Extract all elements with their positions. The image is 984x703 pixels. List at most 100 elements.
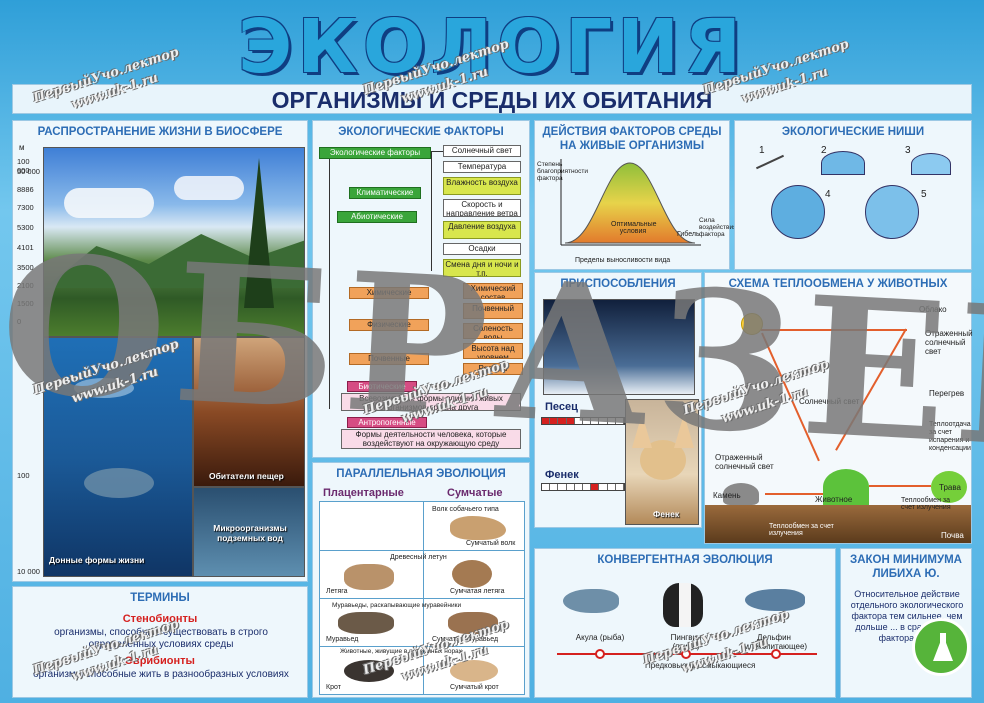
tick: 100 000 — [17, 157, 30, 175]
term-stenobionts: Стенобионты — [122, 613, 198, 625]
factor-box: Соленость воды — [463, 323, 523, 339]
factor-action-panel: ДЕЙСТВИЯ ФАКТОРОВ СРЕДЫ НА ЖИВЫЕ ОРГАНИЗ… — [534, 120, 737, 270]
niche-shape-3 — [911, 153, 951, 175]
heat-label: Теплообмен за счет излучения — [769, 523, 834, 537]
mole-image — [344, 660, 394, 682]
heat-arrow — [761, 329, 907, 331]
factor-tree-line — [431, 151, 443, 152]
tick: 100 — [17, 471, 30, 480]
caption-benthic: Донные формы жизни — [49, 555, 145, 565]
altitude-scale: 100 000 50 000 8886 7300 5300 4101 3500 … — [17, 151, 43, 576]
underwater-image — [43, 337, 193, 577]
factor-box: Химические — [349, 287, 429, 299]
penguin-image — [663, 583, 703, 627]
arctic-fox-image — [543, 299, 695, 395]
heat-label: Почва — [941, 531, 964, 540]
sugar-glider-image — [452, 560, 492, 588]
heat-arrow — [835, 328, 907, 451]
parallel-caption: Животные, живущие в подземных норах — [340, 648, 462, 655]
parallel-caption: Сумчатая летяга — [450, 588, 505, 595]
factor-box: Физические — [349, 319, 429, 331]
heat-exchange-panel: СХЕМА ТЕПЛООБМЕНА У ЖИВОТНЫХ Облако Отра… — [704, 272, 973, 544]
sun-icon — [741, 313, 763, 335]
heat-label: Теплоотдача за счет испарения и конденса… — [929, 421, 971, 452]
niche-shape-2 — [821, 151, 865, 175]
marsupial-wolf-image — [450, 516, 506, 540]
shark-image — [563, 589, 619, 613]
parallel-caption: Сумчатый волк — [466, 540, 516, 547]
heat-label: Облако — [919, 305, 947, 314]
arctic-fox-scale — [541, 417, 625, 425]
parallel-evolution-panel: ПАРАЛЛЕЛЬНАЯ ЭВОЛЮЦИЯ Плацентарные Сумча… — [312, 462, 530, 698]
ancestor-node — [681, 649, 691, 659]
parallel-grid: Волк собачьего типа Сумчатый волк Древес… — [319, 501, 525, 695]
tolerance-curve — [560, 159, 701, 246]
tick: 50 000 — [17, 167, 40, 176]
parallel-col-marsupial: Сумчатые — [447, 487, 503, 499]
factor-box: Осадки — [443, 243, 521, 255]
factor-box: Смена дня и ночи и т.п. — [443, 259, 521, 277]
terms-panel: ТЕРМИНЫ Стенобионты организмы, способные… — [12, 586, 308, 698]
adaptation-panel: ПРИСПОСОБЛЕНИЯ Песец Фенек Фенек — [534, 272, 702, 528]
heat-label: Отраженный солнечный свет — [925, 329, 973, 356]
factor-box: Химический состав — [463, 283, 523, 299]
niches-title: ЭКОЛОГИЧЕСКИЕ НИШИ — [781, 126, 925, 138]
parallel-caption: Древесный летун — [390, 554, 447, 561]
tick: 2100 — [17, 281, 34, 290]
factor-box: Высота над уровнем — [463, 343, 523, 359]
adaptation-label-arctic-fox: Песец — [545, 401, 578, 413]
term-eurybionts: Эврибионты — [125, 655, 195, 667]
convergent-title: КОНВЕРГЕНТНАЯ ЭВОЛЮЦИЯ — [597, 554, 773, 566]
anteater-image — [338, 612, 394, 634]
heat-label: Солнечный свет — [799, 397, 860, 406]
tick: 1500 — [17, 299, 34, 308]
niche-shape-5 — [865, 185, 919, 239]
grass-icon — [931, 471, 967, 503]
liebig-text: Относительное действие отдельного эколог… — [850, 589, 964, 643]
factors-title: ЭКОЛОГИЧЕСКИЕ ФАКТОРЫ — [338, 126, 504, 138]
niches-panel: ЭКОЛОГИЧЕСКИЕ НИШИ 1 2 3 4 5 — [734, 120, 972, 270]
factor-box: Давление воздуха — [443, 221, 521, 239]
parallel-title: ПАРАЛЛЕЛЬНАЯ ЭВОЛЮЦИЯ — [336, 468, 506, 480]
caption-cave: Обитатели пещер — [209, 471, 284, 481]
factor-box: Солнечный свет — [443, 145, 521, 157]
heat-arrow — [765, 493, 823, 495]
parallel-caption: Летяга — [326, 588, 348, 595]
cave-image — [193, 337, 305, 487]
rock-icon — [723, 483, 759, 505]
parallel-caption: Крот — [326, 684, 341, 691]
ancestor-node — [771, 649, 781, 659]
parallel-col-placental: Плацентарные — [323, 487, 404, 499]
parallel-caption: Муравьеды, раскапывающие муравейники — [332, 602, 462, 609]
convergent-evolution-panel: КОНВЕРГЕНТНАЯ ЭВОЛЮЦИЯ Акула (рыба) Пинг… — [534, 548, 836, 698]
niche-line-1 — [755, 154, 785, 170]
liebig-title: ЗАКОН МИНИМУМА ЛИБИХА Ю. — [849, 554, 962, 580]
parallel-caption: Сумчатый муравьед — [432, 636, 499, 643]
underground-water-image — [193, 487, 305, 577]
fennec-scale — [541, 483, 625, 491]
heat-label: Камень — [713, 491, 741, 500]
flask-icon — [933, 633, 953, 661]
niche-number: 4 — [825, 189, 831, 200]
niche-number: 2 — [821, 145, 827, 156]
tick: 8886 — [17, 185, 34, 194]
term-stenobionts-definition: организмы, способные существовать в стро… — [54, 627, 268, 650]
heat-title: СХЕМА ТЕПЛООБМЕНА У ЖИВОТНЫХ — [728, 278, 948, 290]
parallel-caption: Муравьед — [326, 636, 359, 643]
heat-arrow — [869, 485, 931, 487]
factor-biotic-text: Всевозможные формы влияния живых организ… — [341, 393, 521, 411]
action-title: ДЕЙСТВИЯ ФАКТОРОВ СРЕДЫ НА ЖИВЫЕ ОРГАНИЗ… — [542, 126, 722, 152]
fennec-image — [625, 399, 699, 525]
parallel-row-divider — [320, 550, 524, 551]
animal-dome — [823, 469, 869, 505]
factor-box: Скорость и направление ветра — [443, 199, 521, 217]
factor-anthropogenic-text: Формы деятельности человека, которые воз… — [341, 429, 521, 449]
scale-unit: м — [19, 143, 25, 152]
niche-shape-4 — [771, 185, 825, 239]
heat-label: Теплообмен за счет излучения — [901, 497, 951, 511]
parallel-row-divider — [320, 646, 524, 647]
fennec-photo-label: Фенек — [653, 509, 680, 519]
parallel-caption: Волк собачьего типа — [432, 506, 499, 513]
convergent-ancestor: Предковые пресмыкающиеся — [645, 661, 756, 670]
factor-box: Рельеф — [463, 363, 523, 375]
